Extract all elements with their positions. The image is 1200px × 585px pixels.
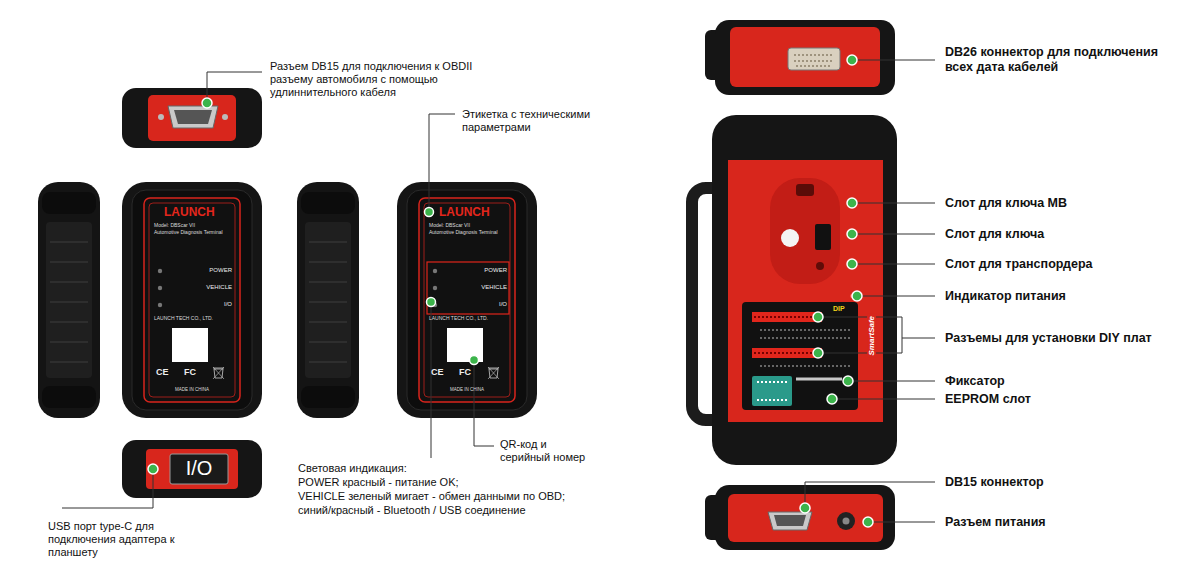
maker-text: LAUNCH TECH CO., LTD. xyxy=(154,316,213,321)
callout-dot xyxy=(800,55,873,527)
port-label: I/O xyxy=(170,457,228,481)
callout-text: Разъем DB15 для подключения к OBDII разъ… xyxy=(270,60,485,99)
brand-logo: LAUNCH xyxy=(164,205,215,219)
callout-text: QR-код и серийный номер xyxy=(500,438,595,464)
leader-line xyxy=(805,60,935,522)
cert-mark: CE xyxy=(431,367,444,378)
top-view xyxy=(122,88,262,148)
callout-text: EEPROM слот xyxy=(945,392,1031,407)
leader-line xyxy=(62,72,494,508)
bottom-view xyxy=(705,485,895,550)
spec-text: Automotive Diagnosis Terminal xyxy=(429,230,498,235)
spec-text: Model: DBScar VII xyxy=(154,223,195,228)
callout-text: Слот для ключа xyxy=(945,227,1044,242)
callout-text: USB порт type-C для подключения адаптера… xyxy=(48,520,178,559)
callout-text: Слот для ключа MB xyxy=(945,196,1067,211)
cert-mark: FC xyxy=(184,367,196,378)
callout-text: Индикатор питания xyxy=(945,289,1066,304)
indicator-name: VEHICLE xyxy=(453,284,507,290)
callout-dot xyxy=(148,98,479,474)
side-view xyxy=(38,182,100,418)
indicator-name: POWER xyxy=(178,267,232,273)
maker-text: LAUNCH TECH CO., LTD. xyxy=(429,316,488,321)
brand-logo: LAUNCH xyxy=(439,205,490,219)
callout-text: DB26 коннектор для подключения всех дата… xyxy=(945,45,1180,75)
side-view xyxy=(297,182,359,418)
front-view xyxy=(122,182,262,418)
callout-text: Слот для транспордера xyxy=(945,257,1093,272)
callout-text: POWER красный - питание OK; xyxy=(298,476,459,489)
origin-text: MADE IN CHINA xyxy=(164,388,220,393)
callout-text: DB15 коннектор xyxy=(945,475,1044,490)
callout-text: Световая индикация: xyxy=(298,462,407,475)
spec-text: Automotive Diagnosis Terminal xyxy=(154,230,223,235)
brand-logo: SmartSafe xyxy=(867,314,876,358)
cert-mark: FC xyxy=(459,367,471,378)
indicator-name: VEHICLE xyxy=(178,284,232,290)
top-view xyxy=(705,20,895,95)
callout-text: Этикетка с техническими параметрами xyxy=(462,108,612,134)
switch-label: DIP xyxy=(833,305,845,312)
highlight-frame xyxy=(427,262,509,314)
spec-text: Model: DBScar VII xyxy=(429,223,470,228)
callout-text: Фиксатор xyxy=(945,374,1005,389)
callout-text: синий/красный - Bluetooth / USB соединен… xyxy=(298,504,526,517)
origin-text: MADE IN CHINA xyxy=(439,388,495,393)
cert-mark: CE xyxy=(156,367,169,378)
bottom-view xyxy=(122,440,262,498)
callout-text: VEHICLE зеленый мигает - обмен данными п… xyxy=(298,490,565,503)
indicator-name: I/O xyxy=(178,301,232,307)
front-view xyxy=(397,182,537,418)
callout-text: Разъем питания xyxy=(945,515,1046,530)
indicator-name: I/O xyxy=(453,301,507,307)
callout-text: Разъемы для установки DIY плат xyxy=(945,331,1152,346)
indicator-name: POWER xyxy=(453,267,507,273)
programmer-body xyxy=(692,115,897,465)
